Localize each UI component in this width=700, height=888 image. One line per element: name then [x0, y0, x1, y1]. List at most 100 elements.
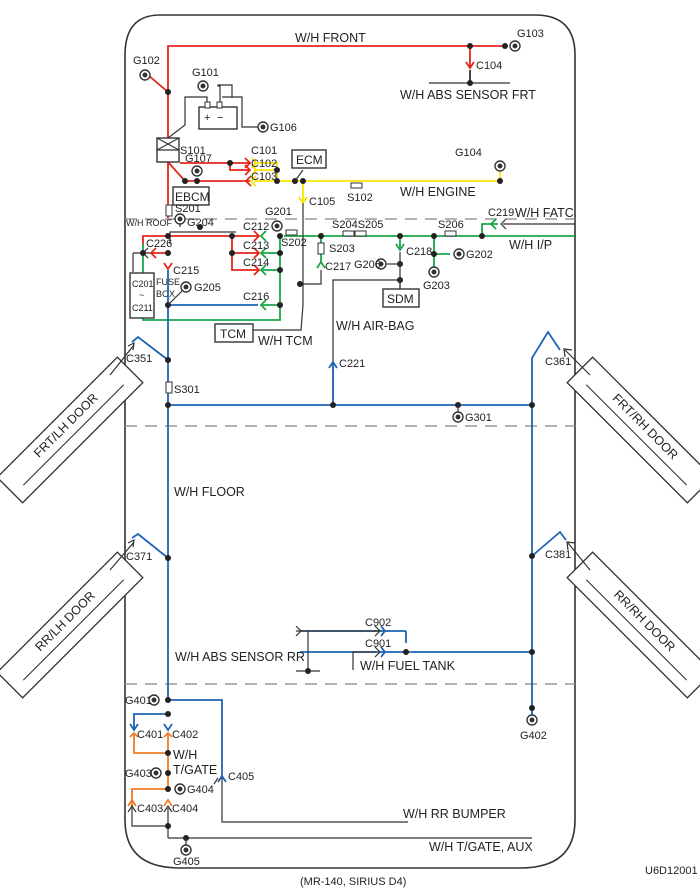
battery-minus: −: [217, 112, 223, 124]
label-wh-tgate-2: T/GATE: [173, 763, 217, 777]
label-c351: C351: [126, 353, 152, 365]
label-g402: G402: [520, 730, 547, 742]
diagram-code: U6D12001: [645, 865, 698, 877]
ebcm-module: EBCM: [172, 186, 210, 206]
label-c104: C104: [476, 60, 502, 72]
label-g201: G201: [265, 206, 292, 218]
s201-splice: [165, 204, 173, 217]
label-c371: C371: [126, 551, 152, 563]
label-wh-tcm: W/H TCM: [258, 334, 313, 348]
label-c361: C361: [545, 356, 571, 368]
label-c217: C217: [325, 261, 351, 273]
s206-splice: [444, 230, 457, 237]
label-wh-fatc: W/H FATC: [515, 206, 574, 220]
label-s204s205: S204S205: [332, 219, 383, 231]
label-s202: S202: [281, 237, 307, 249]
label-wh-roof: W/H ROOF: [126, 218, 172, 228]
label-g403: G403: [125, 768, 152, 780]
ecm-module: ECM: [291, 149, 327, 169]
ecm-label: ECM: [296, 153, 323, 167]
label-c214: C214: [243, 257, 269, 269]
label-g205: G205: [194, 282, 221, 294]
door-frt-lh: FRT/LH DOOR: [0, 341, 144, 504]
label-c403: C403: [137, 803, 163, 815]
label-c219: C219: [488, 207, 514, 219]
label-g203: G203: [423, 280, 450, 292]
label-wh-engine: W/H ENGINE: [400, 185, 476, 199]
label-wh-abs-sensor-frt: W/H ABS SENSOR FRT: [400, 88, 536, 102]
label-c213: C213: [243, 240, 269, 252]
fuse-box-c201: C201: [132, 279, 154, 289]
label-c103: C103: [251, 171, 277, 183]
label-c405: C405: [228, 771, 254, 783]
fuse-box-c211: C211: [132, 303, 153, 313]
label-wh-floor: W/H FLOOR: [174, 485, 245, 499]
diagram-caption: (MR-140, SIRIUS D4): [300, 876, 406, 888]
label-c216: C216: [243, 291, 269, 303]
label-c101: C101: [251, 145, 277, 157]
label-c105: C105: [309, 196, 335, 208]
roof-red-loop: [142, 230, 261, 276]
label-c212: C212: [243, 221, 269, 233]
label-wh-rr-bumper: W/H RR BUMPER: [403, 807, 506, 821]
label-wh-fuel-tank: W/H FUEL TANK: [360, 659, 456, 673]
label-c218: C218: [406, 246, 432, 258]
label-g204: G204: [187, 217, 214, 229]
label-c404: C404: [172, 803, 198, 815]
label-g405: G405: [173, 856, 200, 868]
label-c215: C215: [173, 265, 199, 277]
sdm-module: SDM: [382, 288, 420, 308]
label-wh-abs-sensor-rr: W/H ABS SENSOR RR: [175, 650, 305, 664]
s205-splice: [354, 230, 367, 237]
label-g202: G202: [466, 249, 493, 261]
floor-harness: [129, 270, 567, 783]
abs-sensor-frt-harness: [429, 70, 510, 86]
s101-junction-block: [156, 137, 180, 163]
label-s201: S201: [175, 203, 201, 215]
label-c221: C221: [339, 358, 365, 370]
tcm-label: TCM: [220, 327, 246, 341]
label-g401: G401: [125, 695, 152, 707]
ebcm-label: EBCM: [175, 190, 210, 204]
label-wh-tgate-aux: W/H T/GATE, AUX: [429, 840, 533, 854]
s204-splice: [342, 230, 355, 237]
door-rr-rh: RR/RH DOOR: [566, 541, 700, 699]
label-c401: C401: [137, 729, 163, 741]
ground-symbols: [139, 40, 538, 856]
label-g301: G301: [465, 412, 492, 424]
label-wh-tgate-1: W/H: [173, 748, 197, 762]
label-g404: G404: [187, 784, 214, 796]
label-s301: S301: [174, 384, 200, 396]
vehicle-outline: [124, 14, 576, 869]
label-wh-ip: W/H I/P: [509, 238, 552, 252]
battery-plus: +: [204, 112, 210, 124]
label-c402: C402: [172, 729, 198, 741]
label-wh-front: W/H FRONT: [295, 31, 366, 45]
label-g101: G101: [192, 67, 219, 79]
label-c901: C901: [365, 638, 391, 650]
label-c902: C902: [365, 617, 391, 629]
label-g102: G102: [133, 55, 160, 67]
label-g107: G107: [185, 153, 212, 165]
label-g106: G106: [270, 122, 297, 134]
abs-sensor-rr-harness: [295, 625, 387, 674]
fuse-box: C201 ~ C211 FUSE BOX: [129, 272, 180, 319]
tgate-harness: [127, 731, 173, 808]
s202-splice: [285, 229, 298, 236]
s102-splice: [350, 182, 363, 189]
fuse-box-tilde: ~: [139, 290, 144, 300]
label-g206: G206: [354, 259, 381, 271]
label-s102: S102: [347, 192, 373, 204]
label-c381: C381: [545, 549, 571, 561]
sdm-label: SDM: [387, 292, 414, 306]
label-g103: G103: [517, 28, 544, 40]
label-wh-air-bag: W/H AIR-BAG: [336, 319, 414, 333]
battery: + −: [167, 84, 258, 139]
s203-splice: [317, 242, 325, 255]
door-frt-rh: FRT/RH DOOR: [563, 348, 700, 504]
tcm-module: TCM: [214, 323, 254, 343]
s301-splice: [165, 381, 173, 394]
fuse-box-label-2: BOX: [156, 289, 175, 299]
label-c226: C226: [146, 238, 172, 250]
